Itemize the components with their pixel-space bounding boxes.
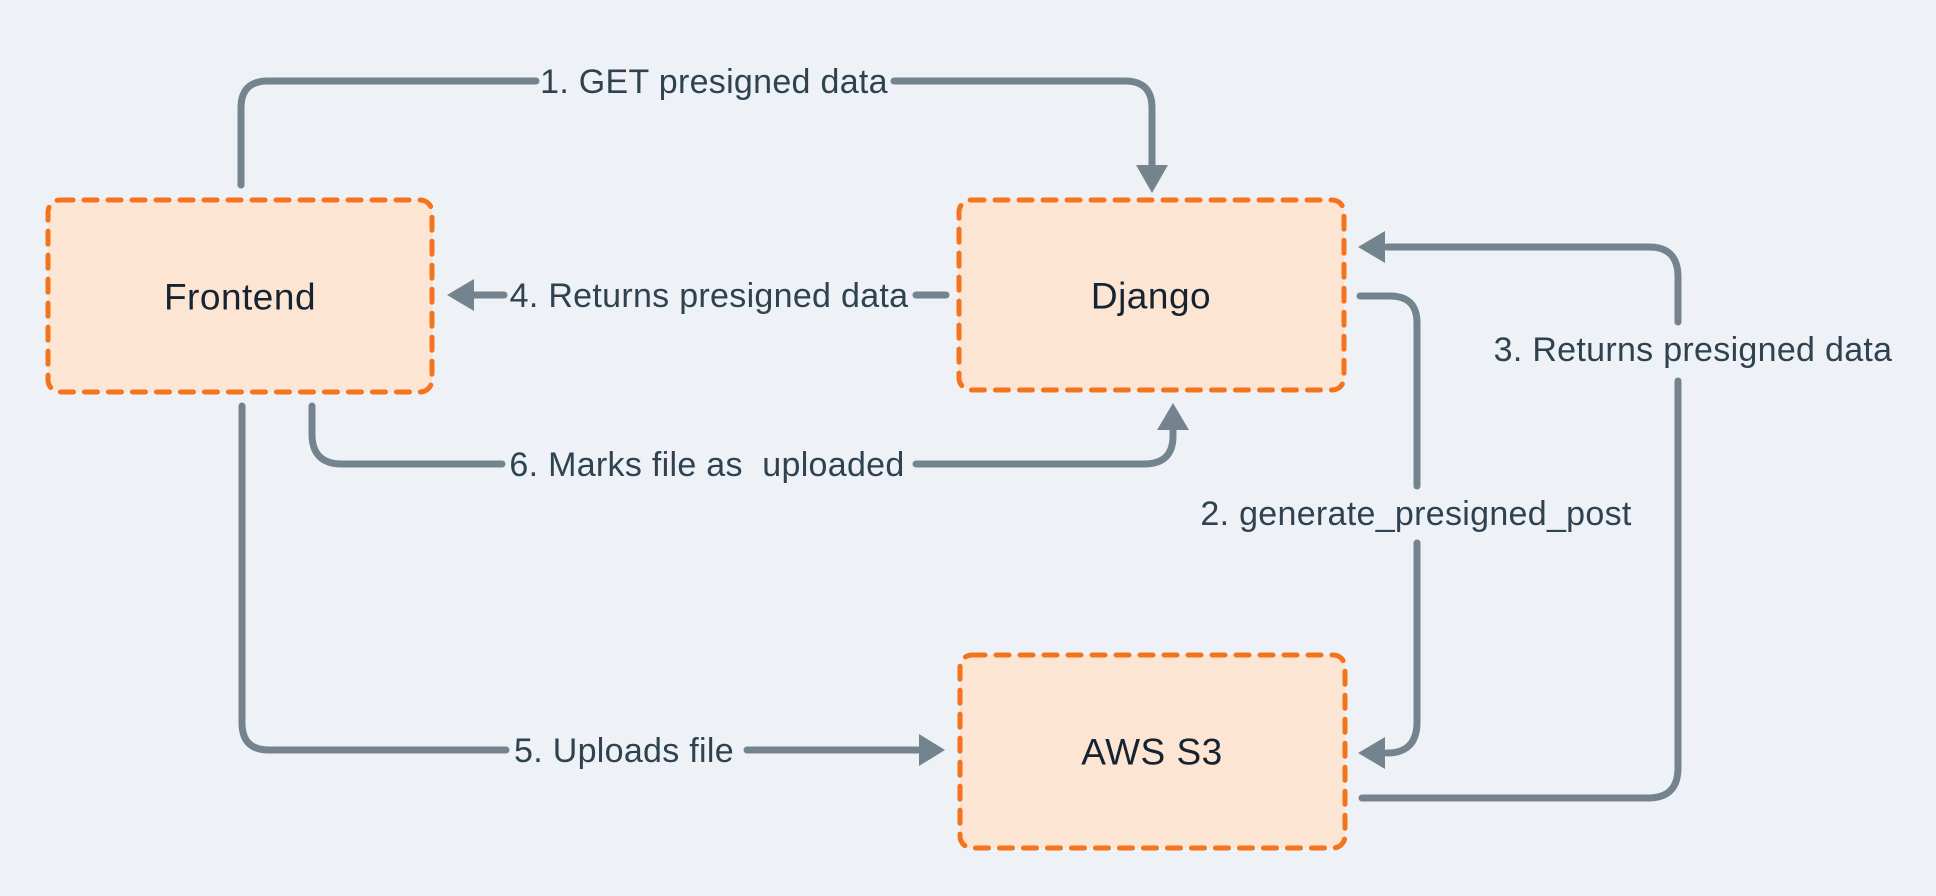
edge-2: 2. generate_presigned_post: [1200, 292, 1632, 769]
edge-1: 1. GET presigned data: [237, 63, 1168, 193]
node-django-box: [956, 197, 1347, 393]
edge-1-line-end: [890, 77, 1156, 173]
edge-1-line-start: [237, 77, 540, 189]
node-aws-s3: AWS S3: [957, 652, 1348, 851]
edge-2-line-start: [1356, 292, 1421, 490]
edge-3-line-start: [1358, 377, 1682, 802]
edge-3-arrowhead-left-icon: [1358, 231, 1385, 263]
edge-5-label: 5. Uploads file: [514, 732, 734, 770]
edge-5: 5. Uploads file: [238, 402, 945, 770]
node-django-label: Django: [1091, 276, 1211, 317]
edge-3: 3. Returns presigned data: [1358, 231, 1893, 802]
edge-2-label: 2. generate_presigned_post: [1200, 495, 1631, 533]
node-frontend-box: [45, 197, 435, 395]
edge-2-arrowhead-left-icon: [1358, 737, 1385, 769]
edge-2-line-end: [1383, 539, 1421, 757]
edge-6-label: 6. Marks file as uploaded: [509, 446, 904, 484]
edge-6-line-end: [912, 427, 1177, 468]
node-frontend-label: Frontend: [164, 277, 316, 318]
edge-4-label: 4. Returns presigned data: [510, 277, 909, 315]
edge-6-arrowhead-up-icon: [1157, 403, 1189, 430]
edge-6-line-start: [308, 402, 506, 468]
edge-3-line-end: [1383, 243, 1682, 326]
edge-6: 6. Marks file as uploaded: [308, 402, 1189, 484]
node-aws-s3-box: [957, 652, 1348, 851]
edge-1-arrowhead-down-icon: [1136, 165, 1168, 193]
node-aws-s3-label: AWS S3: [1081, 732, 1222, 773]
edge-3-label: 3. Returns presigned data: [1494, 331, 1893, 369]
node-django: Django: [956, 197, 1347, 393]
edge-4-arrowhead-left-icon: [447, 279, 474, 311]
edge-5-arrowhead-right-icon: [919, 734, 945, 766]
edge-5-line-start: [238, 402, 510, 754]
edge-1-label: 1. GET presigned data: [540, 63, 888, 101]
node-frontend: Frontend: [45, 197, 435, 395]
edge-4: 4. Returns presigned data: [447, 277, 950, 315]
